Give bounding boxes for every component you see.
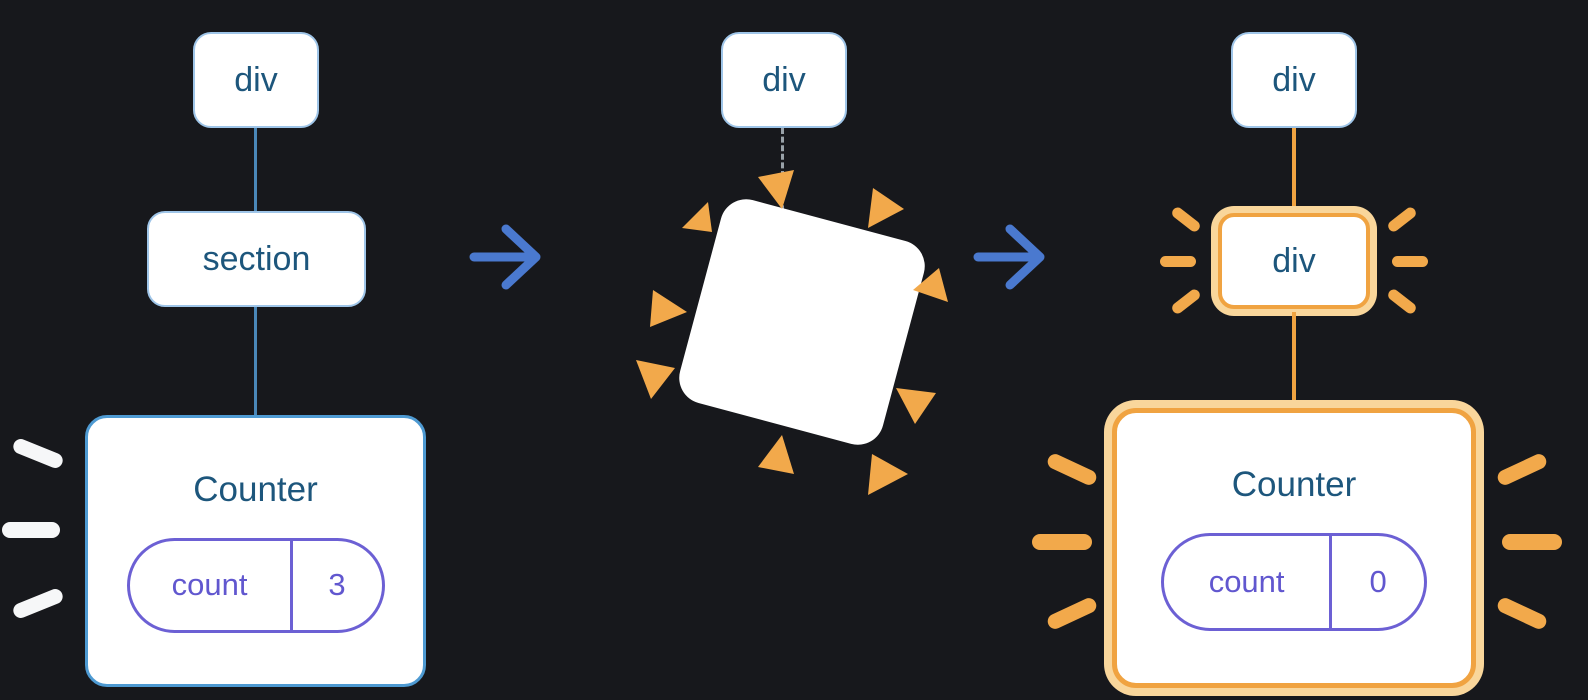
middle-root-node: div <box>721 32 847 128</box>
emphasis-spark-icon <box>1160 256 1196 267</box>
emphasis-spark-icon <box>1045 595 1099 632</box>
right-new-div-node: div <box>1218 213 1370 309</box>
left-section-node: section <box>147 211 366 307</box>
emphasis-spark-icon <box>1495 595 1549 632</box>
right-state-value: 0 <box>1369 564 1387 599</box>
poof-deleted-subtree-icon <box>636 170 948 495</box>
emphasis-spark-icon <box>1032 534 1092 550</box>
left-state-value: 3 <box>328 567 346 602</box>
left-root-label: div <box>234 60 278 99</box>
right-state-key: count <box>1164 536 1333 628</box>
right-edge-root-to-div <box>1292 128 1296 208</box>
right-new-div-label: div <box>1272 241 1316 280</box>
left-state-pill: count 3 <box>126 537 385 633</box>
emphasis-spark-icon <box>1045 451 1099 488</box>
left-section-label: section <box>202 239 311 278</box>
right-edge-div-to-counter <box>1292 312 1296 404</box>
left-state-key: count <box>130 540 293 630</box>
emphasis-spark-icon <box>11 436 65 471</box>
emphasis-spark-icon <box>1386 287 1418 316</box>
middle-root-label: div <box>762 60 806 99</box>
emphasis-spark-icon <box>1392 256 1428 267</box>
right-state-pill: count 0 <box>1161 533 1427 631</box>
emphasis-spark-icon <box>1495 451 1549 488</box>
left-counter-card: Counter count 3 <box>85 415 426 687</box>
right-counter-card: Counter count 0 <box>1112 408 1476 688</box>
emphasis-spark-icon <box>1386 205 1418 234</box>
arrow-right-icon <box>973 224 1045 290</box>
left-edge-section-to-counter <box>254 307 257 415</box>
emphasis-spark-icon <box>1170 205 1202 234</box>
emphasis-spark-icon <box>1502 534 1562 550</box>
emphasis-spark-icon <box>2 522 60 538</box>
right-root-label: div <box>1272 60 1316 99</box>
right-root-node: div <box>1231 32 1357 128</box>
emphasis-spark-icon <box>11 586 65 621</box>
right-counter-title: Counter <box>1231 465 1357 504</box>
left-counter-title: Counter <box>193 469 318 509</box>
left-root-node: div <box>193 32 319 128</box>
arrow-right-icon <box>469 224 541 290</box>
emphasis-spark-icon <box>1170 287 1202 316</box>
left-edge-root-to-section <box>254 128 257 212</box>
